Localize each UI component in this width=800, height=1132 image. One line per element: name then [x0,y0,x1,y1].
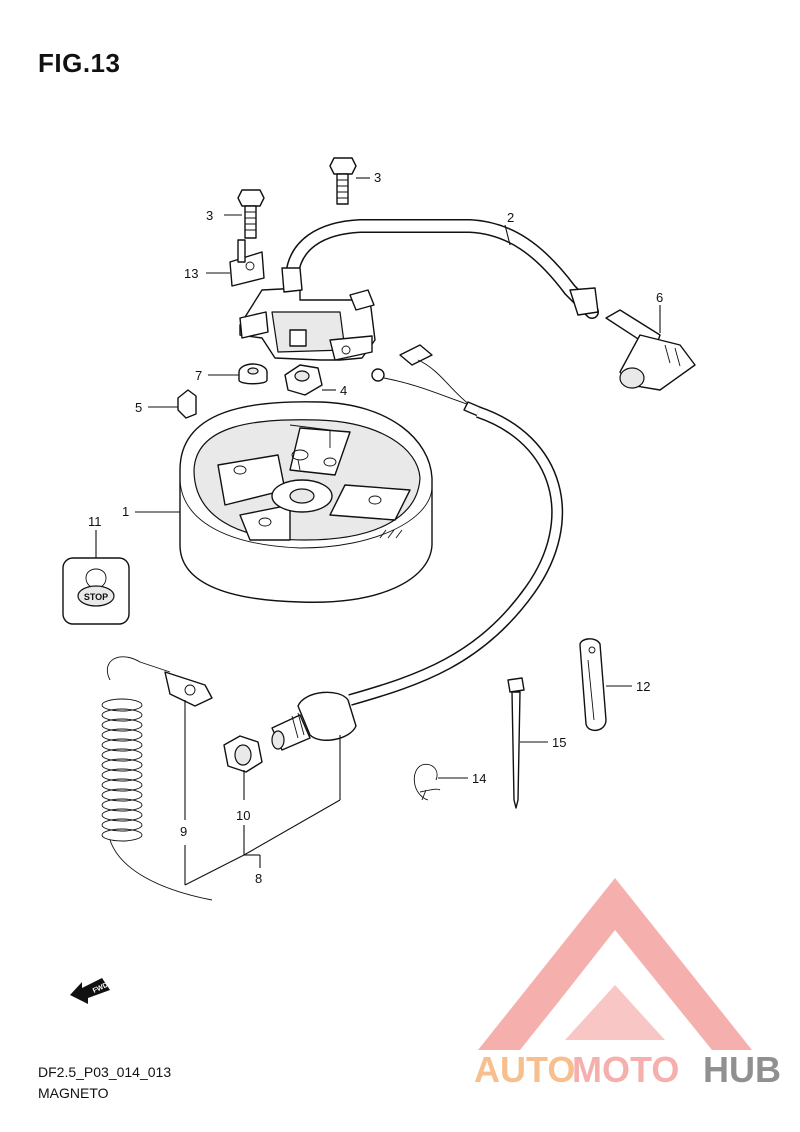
callout-1: 1 [122,504,129,519]
part-switch-nut [223,735,263,773]
diagram-code: DF2.5_P03_014_013 [38,1064,172,1080]
watermark-inner-fill [565,985,665,1040]
callout-9: 9 [180,824,187,839]
callout-3-lower: 3 [206,208,213,223]
triangle-m-logo-icon [478,878,752,1050]
callout-15: 15 [552,735,566,750]
part-stop-switch-cord [271,406,564,751]
part-flywheel [179,401,433,603]
part-clip [413,763,441,801]
callout-numbers: 3 3 2 6 13 7 4 5 1 11 12 15 14 10 9 8 [88,170,663,886]
callout-13: 13 [184,266,198,281]
callout-7: 7 [195,368,202,383]
part-key [177,389,197,419]
part-nut [284,364,323,396]
part-ignition-coil [239,287,376,361]
callout-6: 6 [656,290,663,305]
watermark-text-auto: AUTO [474,1049,575,1090]
part-high-tension-cord [281,219,599,319]
watermark-text-hub: HUB [703,1049,781,1090]
part-plug-cap [605,309,696,391]
part-lanyard-coil [101,656,213,901]
part-lead-wires [371,344,483,417]
part-bolt-upper [329,157,357,205]
callout-5: 5 [135,400,142,415]
callout-8: 8 [255,871,262,886]
callout-2: 2 [507,210,514,225]
part-bracket [229,239,265,287]
stop-label-text: STOP [84,592,108,602]
figure-title: FIG.13 [38,48,121,78]
callout-14: 14 [472,771,486,786]
part-stop-label: STOP [62,557,130,625]
leader-lines [95,177,661,886]
callout-10: 10 [236,808,250,823]
callout-12: 12 [636,679,650,694]
watermark-logo: AUTO MOTO HUB [474,878,781,1090]
callout-4: 4 [340,383,347,398]
section-name: MAGNETO [38,1085,109,1101]
part-bolt-lower [237,189,265,239]
callout-11: 11 [88,514,102,529]
fwd-arrow-icon: FWD [70,978,110,1004]
callout-3-upper: 3 [374,170,381,185]
part-cable-tie [507,677,525,809]
part-washer [238,363,268,385]
part-cord-clamp [579,638,607,731]
watermark-text-moto: MOTO [572,1049,679,1090]
